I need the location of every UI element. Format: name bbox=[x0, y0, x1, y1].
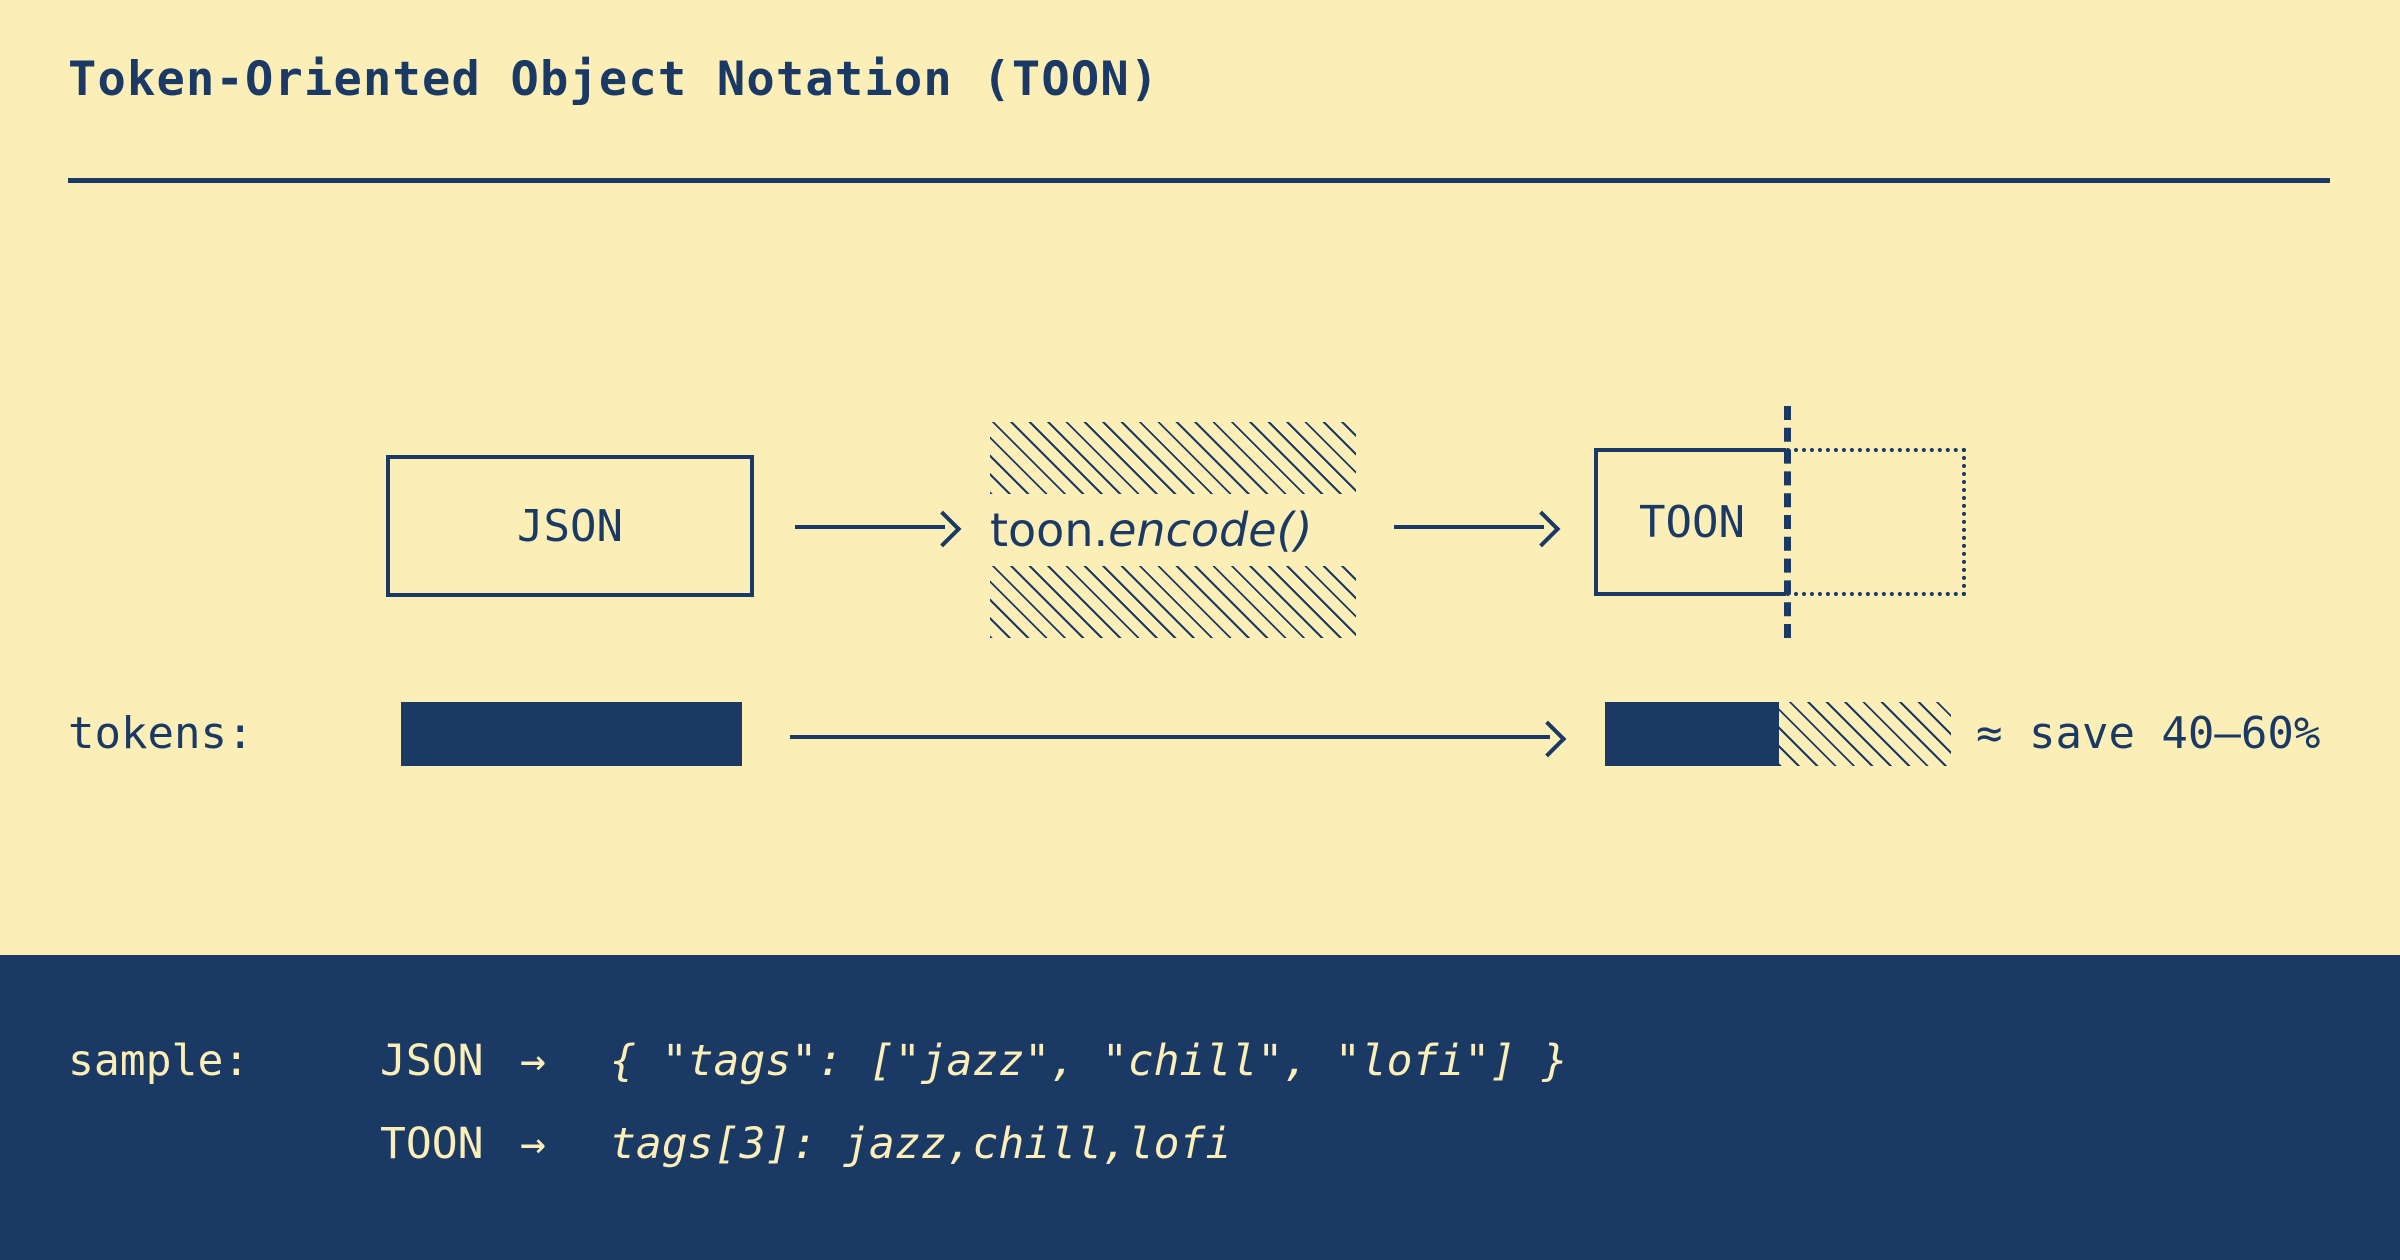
arrow-json-to-encode-line bbox=[795, 525, 945, 529]
sample-row-json-code: { "tags": ["jazz", "chill", "lofi"] } bbox=[610, 1036, 1568, 1086]
json-box-label: JSON bbox=[517, 500, 623, 552]
hatch-band-top bbox=[990, 422, 1356, 494]
sample-row-toon-code: tags[3]: jazz,chill,lofi bbox=[610, 1119, 1232, 1169]
encode-prefix: toon. bbox=[990, 503, 1109, 557]
toon-box-divider bbox=[1784, 406, 1791, 638]
sample-row-json-arrow-icon: → bbox=[520, 1036, 546, 1086]
toon-box-solid: TOON bbox=[1594, 448, 1786, 596]
toon-box-label: TOON bbox=[1639, 496, 1745, 548]
tokens-label: tokens: bbox=[68, 708, 254, 759]
sample-label: sample: bbox=[68, 1036, 250, 1086]
encode-hatched-block: toon.encode() bbox=[990, 422, 1356, 638]
sample-row-json: JSON→{ "tags": ["jazz", "chill", "lofi"]… bbox=[380, 1040, 1568, 1083]
arrow-tokens-compare-head bbox=[1529, 720, 1567, 758]
savings-note: ≈ save 40–60% bbox=[1976, 708, 2321, 759]
sample-panel bbox=[0, 955, 2400, 1260]
toon-box-group: TOON bbox=[1594, 406, 1966, 638]
sample-row-toon-arrow-icon: → bbox=[520, 1119, 546, 1169]
encode-label: toon.encode() bbox=[990, 490, 1356, 570]
toon-box-dotted-remainder bbox=[1786, 448, 1966, 596]
page-title: Token-Oriented Object Notation (TOON) bbox=[68, 52, 1160, 107]
sample-row-toon-format: TOON bbox=[380, 1119, 484, 1169]
arrow-encode-to-toon-line bbox=[1394, 525, 1544, 529]
tokens-bar-json bbox=[401, 702, 742, 766]
json-box: JSON bbox=[386, 455, 754, 597]
arrow-encode-to-toon-head bbox=[1523, 510, 1561, 548]
encode-function: encode() bbox=[1108, 503, 1313, 557]
hatch-band-bottom bbox=[990, 566, 1356, 638]
sample-row-json-format: JSON bbox=[380, 1036, 484, 1086]
tokens-bar-toon-saved bbox=[1779, 702, 1951, 766]
tokens-bar-toon-used bbox=[1605, 702, 1779, 766]
sample-row-toon: TOON→tags[3]: jazz,chill,lofi bbox=[380, 1123, 1231, 1166]
header-divider bbox=[68, 178, 2330, 183]
arrow-json-to-encode-head bbox=[924, 510, 962, 548]
arrow-tokens-compare-line bbox=[790, 735, 1550, 739]
